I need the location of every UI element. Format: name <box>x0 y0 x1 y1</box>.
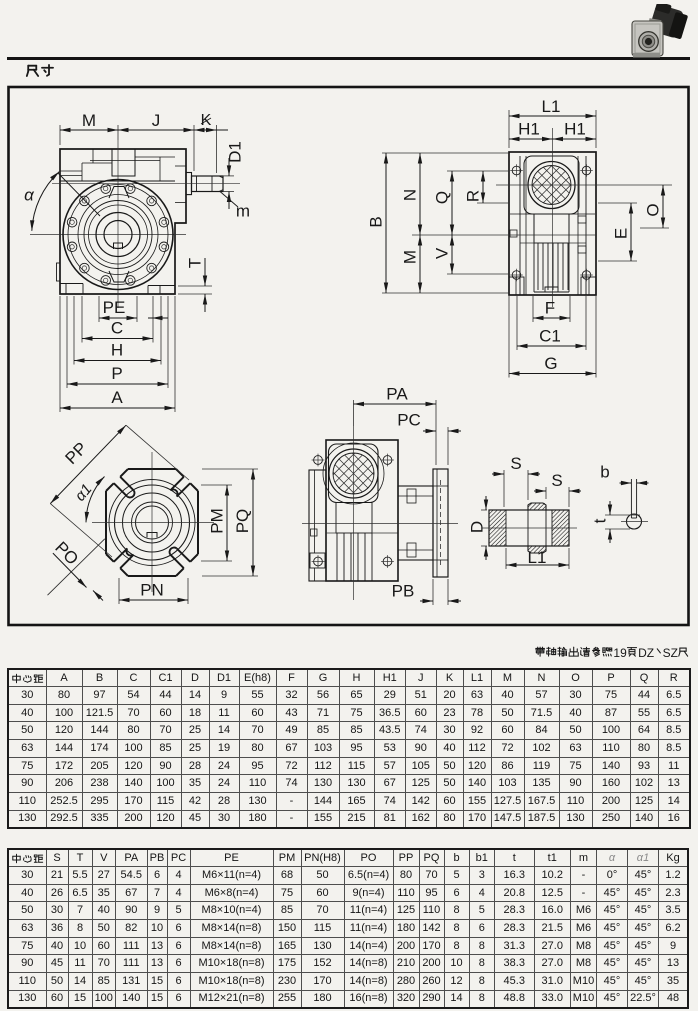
svg-text:19: 19 <box>613 646 627 660</box>
svg-text:F: F <box>545 298 555 317</box>
svg-text:T: T <box>185 258 204 268</box>
svg-text:P: P <box>111 364 122 383</box>
svg-text:α: α <box>24 185 35 204</box>
svg-text:PO: PO <box>51 538 82 569</box>
svg-text:α1: α1 <box>72 481 96 505</box>
svg-text:O: O <box>643 203 662 216</box>
svg-text:B: B <box>366 216 385 227</box>
svg-text:C: C <box>111 318 123 337</box>
svg-text:PQ: PQ <box>233 509 252 534</box>
svg-text:PP: PP <box>62 439 91 468</box>
svg-text:N: N <box>400 189 419 201</box>
svg-text:E: E <box>611 228 630 239</box>
svg-text:S: S <box>551 471 562 490</box>
svg-text:m: m <box>236 201 250 220</box>
svg-text:H1: H1 <box>518 119 540 138</box>
svg-text:C1: C1 <box>539 326 561 345</box>
svg-text:M: M <box>82 111 96 130</box>
svg-text:L1: L1 <box>542 97 561 116</box>
svg-text:G: G <box>544 354 557 373</box>
svg-text:t: t <box>590 518 609 523</box>
svg-text:PM: PM <box>207 508 226 534</box>
svg-text:A: A <box>111 388 123 407</box>
svg-text:SZ: SZ <box>663 646 678 660</box>
svg-text:J: J <box>152 111 161 130</box>
svg-text:Q: Q <box>432 191 451 204</box>
svg-text:D1: D1 <box>225 141 244 163</box>
svg-text:PE: PE <box>103 298 126 317</box>
svg-text:S: S <box>510 454 521 473</box>
svg-text:b: b <box>600 462 609 481</box>
svg-text:R: R <box>463 190 482 202</box>
svg-text:PN: PN <box>140 580 164 599</box>
svg-text:L1: L1 <box>528 548 547 567</box>
svg-text:M: M <box>400 250 419 264</box>
svg-text:H: H <box>111 340 123 359</box>
svg-text:V: V <box>432 247 451 259</box>
svg-text:H1: H1 <box>564 119 586 138</box>
svg-text:PC: PC <box>397 410 421 429</box>
svg-text:D: D <box>467 521 486 533</box>
svg-text:DZ: DZ <box>638 646 654 660</box>
svg-text:PB: PB <box>392 581 415 600</box>
svg-text:PA: PA <box>386 384 408 403</box>
